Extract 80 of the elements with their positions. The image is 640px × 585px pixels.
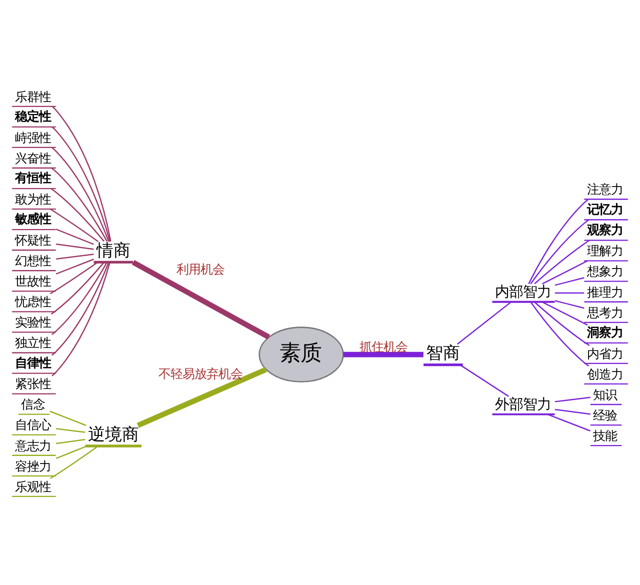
node-text: 技能	[593, 428, 618, 443]
connector	[50, 188, 105, 242]
connector	[50, 208, 99, 242]
node-text: 世故性	[14, 274, 51, 289]
node-text: 洞察力	[586, 324, 623, 340]
connector	[136, 367, 267, 428]
node-text: 自信心	[14, 417, 51, 432]
node-text: 经验	[593, 407, 618, 422]
node-text: 稳定性	[14, 108, 51, 124]
node-text: 乐群性	[14, 88, 51, 104]
connector	[52, 262, 110, 376]
connector	[534, 240, 590, 284]
connector	[52, 147, 110, 242]
node-text: 内省力	[586, 346, 623, 361]
node-text: 敏感性	[14, 211, 51, 226]
connector	[52, 106, 112, 242]
connector	[56, 438, 86, 444]
connector	[50, 410, 86, 426]
node-text: 信念	[21, 396, 46, 412]
node-text: 有恒性	[14, 170, 51, 186]
node-text: 自律性	[14, 354, 51, 370]
connector	[554, 277, 584, 286]
node-text: 容挫力	[14, 458, 51, 474]
node-text: 忧虑性	[14, 294, 51, 310]
node-text: 峙强性	[14, 130, 51, 145]
connector	[457, 302, 512, 345]
connector	[52, 126, 111, 242]
connector	[460, 364, 509, 397]
connector	[51, 168, 108, 242]
connector	[56, 244, 94, 250]
node-text: 情商	[96, 240, 130, 260]
node-text: 怀疑性	[14, 232, 51, 248]
node-text: 注意力	[586, 182, 623, 197]
edge-label: 不轻易放弃机会	[158, 366, 242, 381]
connector	[50, 262, 104, 315]
node-text: 智商	[426, 342, 460, 363]
connector	[528, 198, 589, 284]
node-text: 观察力	[586, 222, 623, 237]
node-ellipse: 素质	[258, 326, 344, 382]
node-text: 独立性	[14, 335, 51, 350]
connector	[548, 414, 590, 432]
edge-label: 利用机会	[176, 261, 224, 276]
node-text: 意志力	[14, 438, 51, 453]
connector	[52, 262, 110, 356]
connector	[343, 352, 424, 358]
connector	[554, 408, 590, 415]
connector	[51, 262, 108, 336]
connector	[554, 292, 584, 294]
node-text: 内部智力	[494, 284, 551, 300]
node-text: 理解力	[586, 243, 623, 258]
node-text: 兴奋性	[14, 150, 51, 166]
connector	[530, 219, 590, 284]
node-text: 敢为性	[14, 191, 51, 206]
connector	[56, 228, 94, 245]
connector	[534, 302, 590, 346]
connector	[56, 254, 94, 260]
node-text: 想象力	[586, 264, 623, 279]
node-text: 创造力	[586, 366, 623, 382]
node-text: 外部智力	[494, 396, 551, 413]
node-text: 乐观性	[14, 478, 51, 494]
connector	[56, 445, 88, 460]
node-text: 逆境商	[88, 424, 139, 444]
node-text: 思考力	[586, 304, 623, 320]
node-text: 记忆力	[586, 201, 623, 216]
connector	[56, 428, 86, 433]
node-text: 推理力	[586, 284, 623, 300]
connector	[554, 300, 584, 309]
connector	[56, 258, 94, 275]
connector	[50, 262, 98, 294]
node-text: 紧张性	[14, 376, 51, 392]
connector	[542, 260, 588, 284]
edge-label: 抓住机会	[359, 339, 408, 354]
connector	[530, 302, 590, 367]
connector	[554, 396, 590, 402]
node-text: 实验性	[14, 314, 51, 330]
connector	[132, 260, 270, 340]
connector	[542, 302, 588, 326]
connector	[50, 446, 99, 480]
node-text: 幻想性	[14, 253, 51, 268]
node-text: 知识	[593, 386, 618, 402]
